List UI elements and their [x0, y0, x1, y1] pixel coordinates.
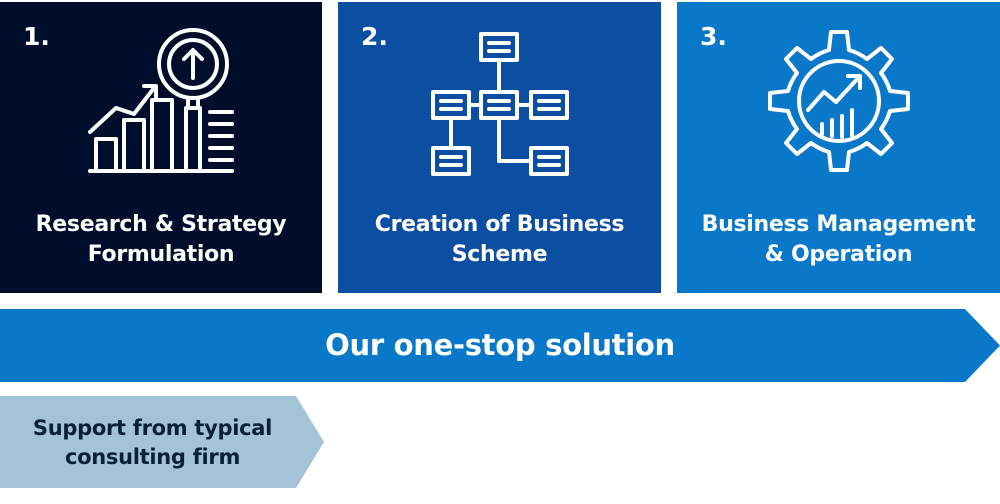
step-title-line1: Business Management [701, 212, 976, 237]
step-number: 2. [361, 22, 388, 51]
bar-chart-magnifier-icon [86, 24, 236, 179]
step-title: Business Management & Operation [677, 210, 1000, 270]
step-title-line2: & Operation [764, 242, 913, 267]
step-number: 3. [700, 22, 727, 51]
comparison-label-line1: Support from typical [32, 416, 273, 440]
step-title: Creation of Business Scheme [338, 210, 661, 270]
arrow-shape [0, 309, 1000, 382]
gear-growth-chart-icon [764, 24, 914, 179]
step-title: Research & Strategy Formulation [0, 210, 322, 270]
step-title-line1: Research & Strategy [35, 212, 287, 237]
step-card-management: 3. Business Management & Operation [677, 2, 1000, 293]
step-title-line1: Creation of Business [374, 212, 625, 237]
step-title-line2: Formulation [87, 242, 235, 267]
step-card-research: 1. Research & St [0, 2, 322, 293]
step-title-line2: Scheme [451, 242, 548, 267]
flowchart-icon [425, 24, 575, 179]
arrow-shape [0, 396, 324, 488]
banner-label: Our one-stop solution [325, 328, 675, 362]
comparison-label: Support from typical consulting firm [0, 414, 305, 472]
comparison-label-line2: consulting firm [64, 445, 241, 469]
typical-consulting-arrow: Support from typical consulting firm [0, 396, 324, 488]
step-card-business-scheme: 2. Creation of Business Sc [338, 2, 661, 293]
step-number: 1. [23, 22, 50, 51]
one-stop-solution-arrow: Our one-stop solution [0, 309, 1000, 382]
